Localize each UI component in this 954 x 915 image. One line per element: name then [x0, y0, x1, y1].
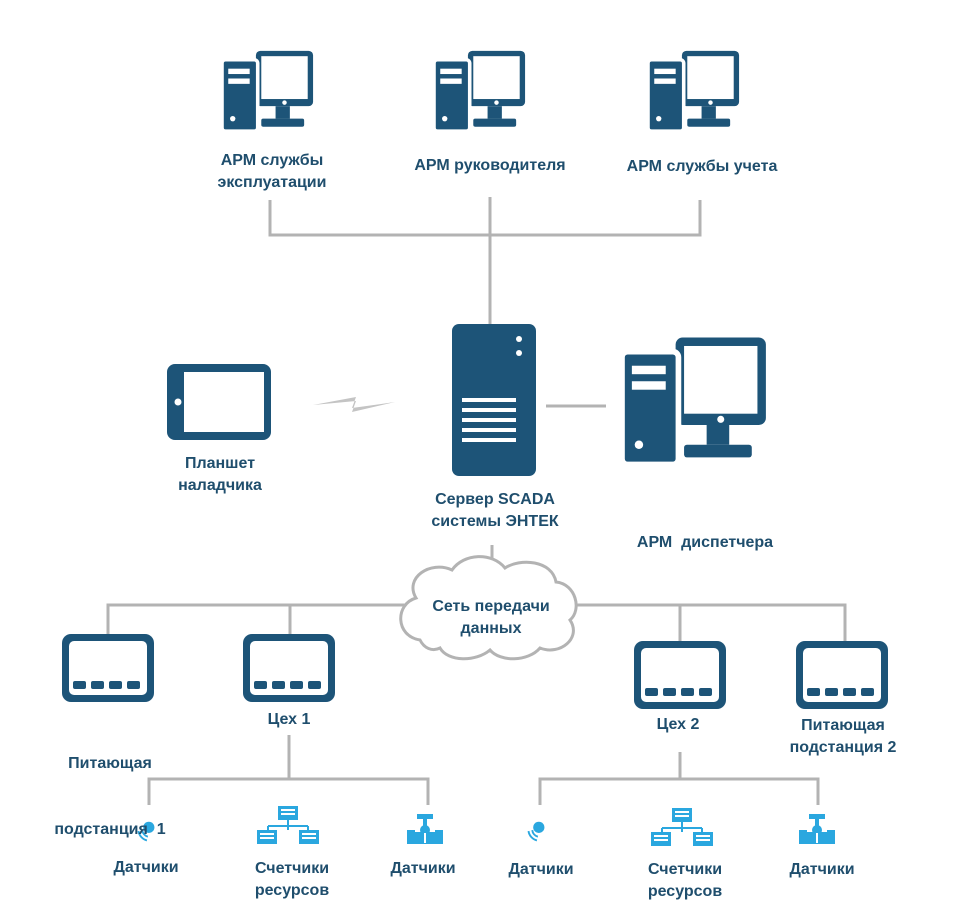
- device-label: Датчики: [96, 857, 196, 879]
- desktop-computer-icon: [222, 48, 316, 134]
- controller-label: Цех 1: [239, 709, 339, 731]
- desktop-computer-icon: [434, 48, 528, 134]
- server-label: Сервер SCADA системы ЭНТЕК: [410, 489, 580, 533]
- desktop-computer-icon: [622, 338, 766, 465]
- label-line: АРМ службы учета: [626, 158, 778, 175]
- label-line: системы ЭНТЕК: [431, 513, 559, 530]
- desktop-computer-icon: [648, 48, 742, 134]
- workstation-label: АРМ службы эксплуатации: [172, 150, 372, 194]
- dispatcher-label: АРМ диспетчера: [610, 488, 800, 576]
- valve-sensor-icon: [798, 813, 836, 845]
- controller-label: Питающая подстанция 1: [30, 709, 190, 863]
- label-line: Сеть передачи: [432, 598, 550, 615]
- label-line: подстанция 1: [54, 821, 166, 838]
- label-line: АРМ руководителя: [414, 157, 566, 174]
- label-line: Датчики: [390, 860, 456, 877]
- workstation-label: АРМ службы учета: [592, 156, 812, 178]
- workstation-label: АРМ руководителя: [380, 155, 600, 177]
- device-label: Счетчики ресурсов: [232, 858, 352, 902]
- label-line: подстанция 2: [789, 739, 897, 756]
- label-line: Датчики: [789, 861, 855, 878]
- wireless-link-lightning-icon: [313, 397, 395, 412]
- resource-meters-icon: [650, 808, 714, 847]
- server-icon: [452, 324, 536, 476]
- controller-label: Цех 2: [628, 714, 728, 736]
- label-line: Цех 1: [267, 711, 311, 728]
- label-line: Питающая: [68, 755, 152, 772]
- controller-icon: [62, 634, 154, 702]
- label-line: Счетчики: [254, 860, 330, 877]
- label-line: данных: [460, 620, 522, 637]
- label-line: эксплуатации: [217, 174, 327, 191]
- cloud-icon: [399, 555, 578, 661]
- label-line: АРМ службы: [220, 152, 324, 169]
- label-line: Планшет: [184, 455, 256, 472]
- valve-sensor-icon: [406, 813, 444, 845]
- tsekh1-device-bus: [147, 777, 430, 805]
- label-line: наладчика: [178, 477, 262, 494]
- label-line: АРМ диспетчера: [636, 534, 774, 551]
- device-label: Датчики: [772, 859, 872, 881]
- label-line: Счетчики: [647, 861, 723, 878]
- device-label: Датчики: [373, 858, 473, 880]
- controller-icon: [634, 641, 726, 709]
- label-line: ресурсов: [254, 882, 330, 899]
- label-line: ресурсов: [647, 883, 723, 900]
- device-label: Датчики: [491, 859, 591, 881]
- device-label: Счетчики ресурсов: [625, 859, 745, 903]
- connection-lines: [106, 197, 847, 805]
- controller-label: Питающая подстанция 2: [768, 715, 918, 759]
- left-bus: [106, 603, 410, 636]
- label-line: Питающая: [801, 717, 885, 734]
- controller-icon: [796, 641, 888, 709]
- tsekh2-device-bus: [538, 777, 820, 805]
- workstation-bus: [268, 200, 702, 237]
- wireless-sensor-icon: [527, 820, 546, 842]
- network-label: Сеть передачи данных: [416, 596, 566, 640]
- label-line: Цех 2: [656, 716, 700, 733]
- tablet-label: Планшет наладчика: [140, 453, 300, 497]
- right-bus: [575, 603, 847, 642]
- controller-icon: [243, 634, 335, 702]
- label-line: Сервер SCADA: [435, 491, 555, 508]
- label-line: Датчики: [113, 859, 179, 876]
- tablet-icon: [167, 364, 271, 440]
- label-line: Датчики: [508, 861, 574, 878]
- resource-meters-icon: [256, 806, 320, 845]
